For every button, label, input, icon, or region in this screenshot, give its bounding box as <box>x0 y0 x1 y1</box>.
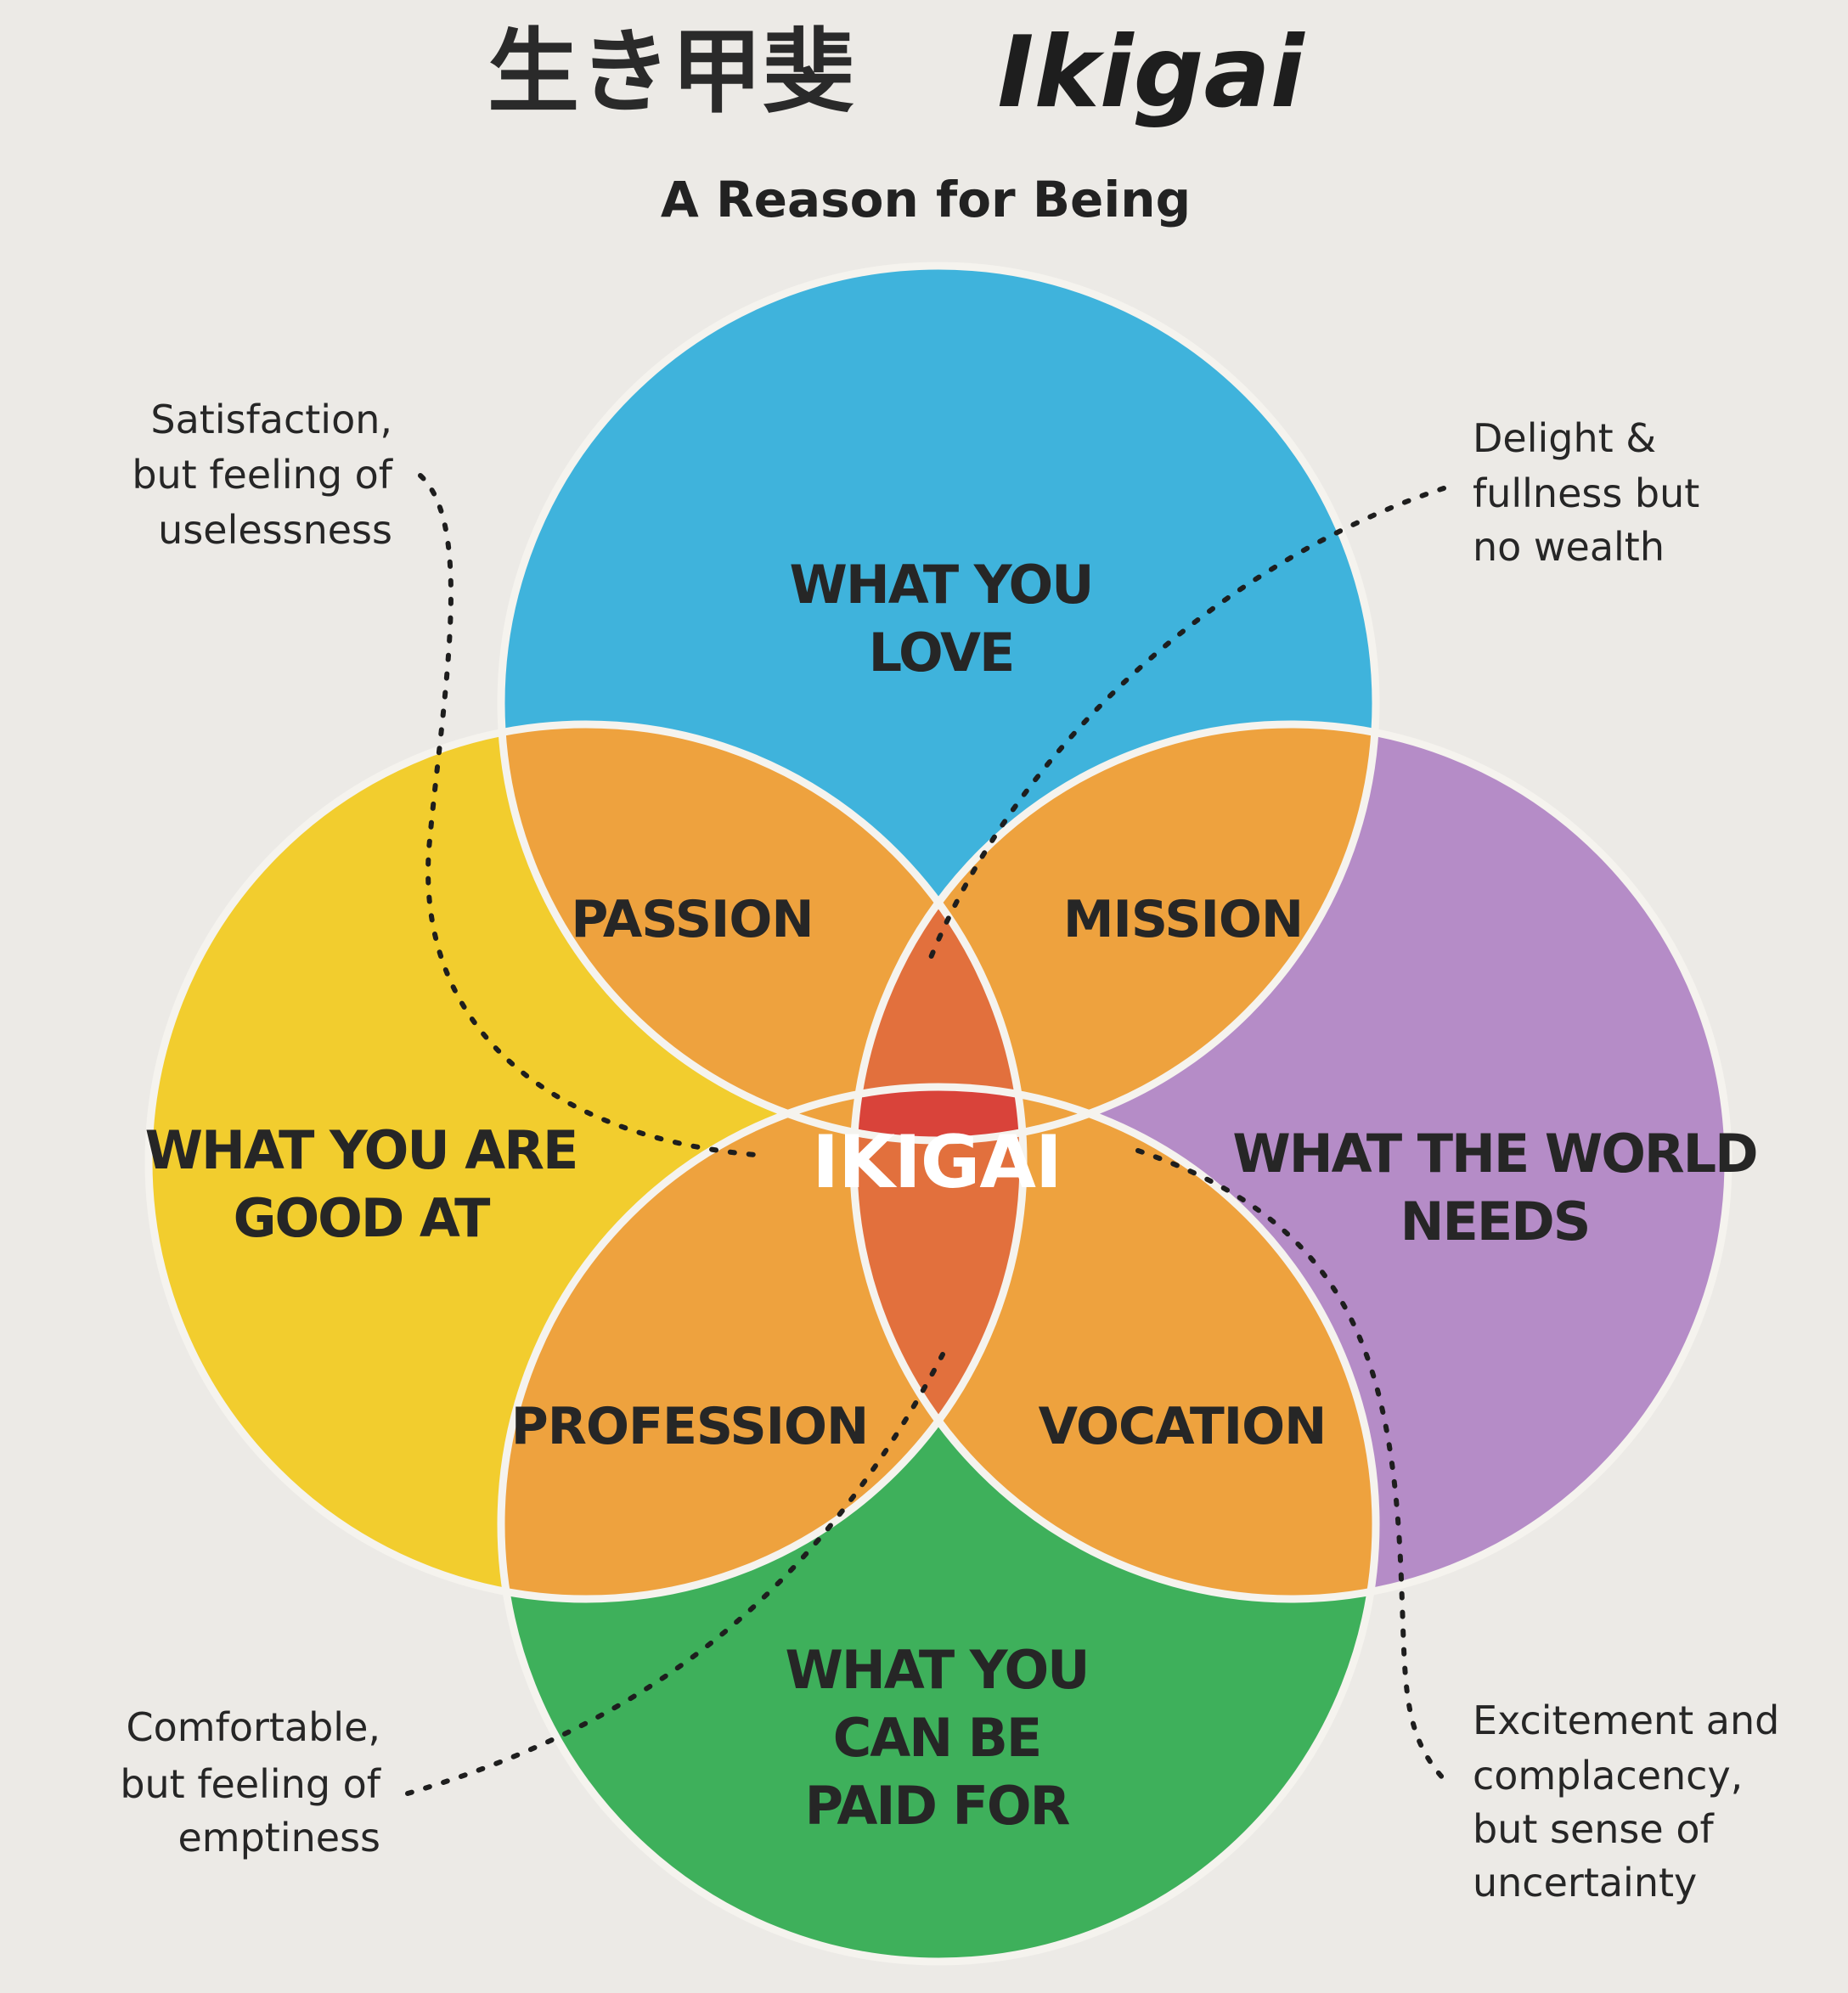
note-bottom-right-line1: Excitement and <box>1473 1697 1779 1743</box>
note-bottom-right-line4: uncertainty <box>1473 1860 1697 1906</box>
note-top-left-line2: but feeling of <box>132 452 393 498</box>
overlap-passion <box>501 724 1023 1140</box>
note-bottom-right-line2: complacency, <box>1473 1753 1743 1799</box>
connector-top-left <box>418 473 758 1157</box>
label-paid-line1: WHAT YOU <box>785 1639 1088 1701</box>
label-profession: PROFESSION <box>511 1397 868 1456</box>
subtitle: A Reason for Being <box>661 171 1191 228</box>
label-mission: MISSION <box>1063 890 1303 949</box>
note-top-right-line2: fullness but <box>1473 470 1699 516</box>
label-love-line1: WHAT YOU <box>789 554 1092 616</box>
circle-outlines <box>144 262 1732 1966</box>
note-bottom-left-line1: Comfortable, <box>127 1704 380 1750</box>
note-bottom-left-line2: but feeling of <box>120 1761 381 1807</box>
note-top-right-line3: no wealth <box>1473 524 1665 570</box>
label-paid-line3: PAID FOR <box>805 1775 1070 1837</box>
connector-bottom-left <box>405 1352 945 1796</box>
label-ikigai: IKIGAI <box>812 1120 1062 1205</box>
note-bottom-right-line3: but sense of <box>1473 1806 1715 1852</box>
overlap-mission <box>854 724 1376 1140</box>
outline-world <box>849 720 1732 1603</box>
label-world-line1: WHAT THE WORLD <box>1232 1123 1756 1185</box>
note-top-right: Delight & fullness but no wealth <box>1473 415 1699 570</box>
note-bottom-right: Excitement and complacency, but sense of… <box>1473 1697 1779 1906</box>
outline-good-at <box>144 720 1028 1603</box>
label-world-line2: NEEDS <box>1400 1191 1590 1253</box>
note-top-left-line3: uselessness <box>158 507 392 553</box>
label-paid-line2: CAN BE <box>833 1707 1041 1769</box>
label-love-line2: LOVE <box>869 622 1014 684</box>
title-latin: Ikigai <box>997 15 1305 130</box>
outline-love <box>497 262 1380 1145</box>
note-top-left: Satisfaction, but feeling of uselessness <box>132 397 393 553</box>
dotted-connectors <box>405 473 1446 1796</box>
note-top-left-line1: Satisfaction, <box>150 397 392 442</box>
outline-paid <box>497 1083 1380 1966</box>
label-passion: PASSION <box>571 890 813 949</box>
connector-bottom-right <box>1135 1148 1446 1782</box>
connector-top-right <box>927 486 1446 962</box>
note-top-right-line1: Delight & <box>1473 415 1656 461</box>
title-japanese: 生き甲斐 <box>487 20 854 126</box>
note-bottom-left-line3: emptiness <box>177 1815 380 1861</box>
label-vocation: VOCATION <box>1039 1397 1327 1456</box>
note-bottom-left: Comfortable, but feeling of emptiness <box>120 1704 381 1861</box>
label-good-at-line1: WHAT YOU ARE <box>145 1119 578 1181</box>
label-good-at-line2: GOOD AT <box>234 1187 491 1249</box>
